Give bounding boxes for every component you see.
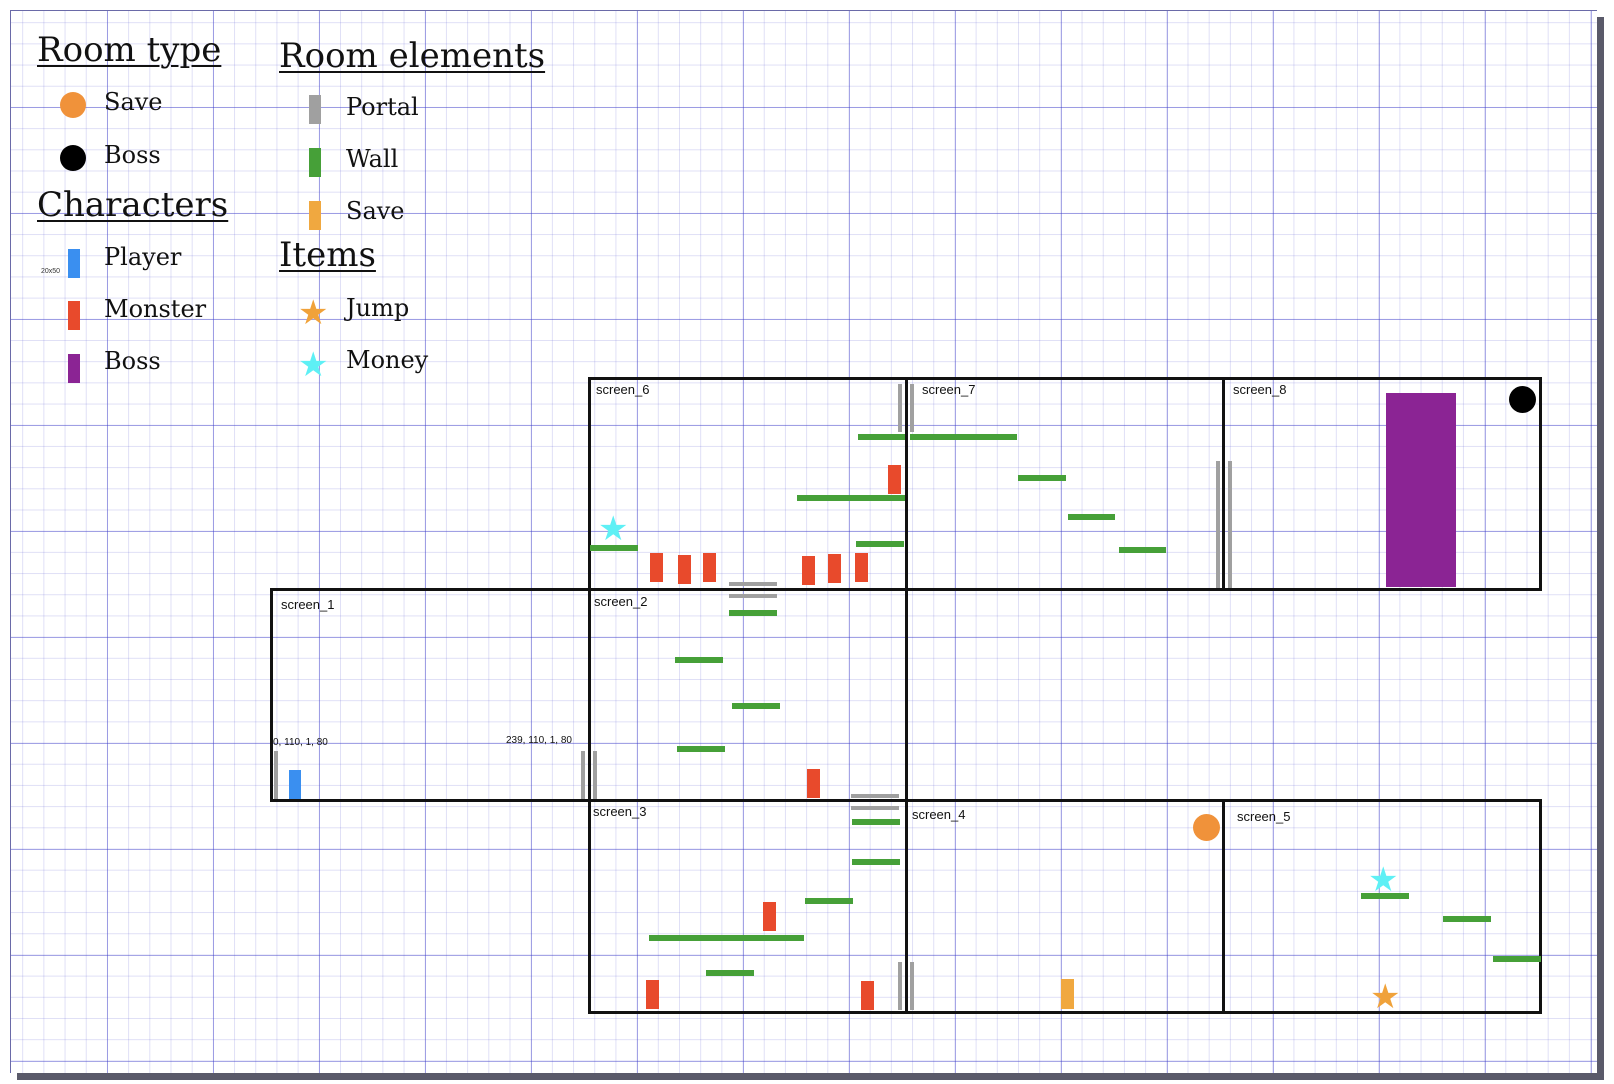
wall-platform	[797, 495, 905, 501]
monster	[807, 769, 820, 798]
legend-boss-character-label: Boss	[104, 347, 161, 375]
monster	[646, 980, 659, 1009]
legend-items-heading: Items	[279, 235, 376, 275]
jump-star-icon: ★	[298, 294, 329, 332]
wall-platform	[1119, 547, 1166, 553]
wall-platform	[805, 898, 853, 904]
wall-platform	[677, 746, 725, 752]
wall-platform	[649, 935, 804, 941]
portal	[593, 751, 597, 799]
portal	[910, 384, 914, 432]
monster	[861, 981, 874, 1010]
wall-platform	[1068, 514, 1115, 520]
right-portal-coords: 239, 110, 1, 80	[506, 735, 572, 746]
boss-character-swatch	[68, 354, 80, 383]
portal	[729, 594, 777, 598]
screen-3-room	[588, 799, 908, 1014]
money-item: ★	[1368, 861, 1399, 899]
screen-7-room	[905, 377, 1225, 591]
screen-8-label: screen_8	[1233, 382, 1287, 397]
boss-character	[1386, 393, 1456, 587]
wall-platform	[706, 970, 754, 976]
wall-platform	[1443, 916, 1491, 922]
legend-characters-heading: Characters	[37, 185, 229, 225]
legend-room-elements-heading: Room elements	[279, 36, 546, 76]
screen-1-room	[270, 588, 591, 802]
legend-save-element-label: Save	[346, 197, 405, 225]
portal	[898, 962, 902, 1010]
wall-platform	[910, 434, 1017, 440]
monster	[855, 553, 868, 582]
monster	[802, 556, 815, 585]
player-size-note: 20x50	[41, 268, 61, 275]
boss-room-swatch	[60, 145, 86, 171]
screen-5-label: screen_5	[1237, 809, 1291, 824]
wall-platform	[858, 434, 905, 440]
legend-money-label: Money	[346, 346, 429, 374]
legend-wall-label: Wall	[346, 145, 399, 173]
portal	[851, 806, 899, 810]
screen-3-label: screen_3	[593, 804, 647, 819]
legend-room-type-heading: Room type	[37, 30, 222, 70]
save-room-marker	[1193, 814, 1220, 841]
legend-player-label: Player	[104, 243, 182, 271]
monster	[828, 554, 841, 583]
screen-2-room	[588, 588, 908, 802]
portal	[729, 582, 777, 586]
wall-platform	[732, 703, 780, 709]
legend-jump-label: Jump	[346, 294, 410, 322]
monster	[703, 553, 716, 582]
save-point	[1061, 979, 1074, 1009]
portal	[1216, 461, 1220, 588]
wall-platform	[856, 541, 904, 547]
wall-platform	[852, 819, 900, 825]
money-star-icon: ★	[298, 346, 329, 384]
screen-8-room	[1222, 377, 1542, 591]
wall-platform	[852, 859, 900, 865]
player-swatch	[68, 249, 80, 278]
money-item: ★	[598, 510, 629, 548]
portal	[898, 384, 902, 432]
wall-platform	[590, 545, 638, 551]
portal	[274, 751, 278, 799]
wall-platform	[675, 657, 723, 663]
legend-portal-label: Portal	[346, 93, 419, 121]
screen-4-label: screen_4	[912, 807, 966, 822]
monster	[888, 465, 901, 494]
screen-2-label: screen_2	[594, 594, 648, 609]
left-portal-coords: 0, 110, 1, 80	[273, 737, 328, 748]
legend-boss-room-label: Boss	[104, 141, 161, 169]
portal	[1228, 461, 1232, 588]
wall-platform	[1018, 475, 1066, 481]
wall-platform	[1493, 956, 1541, 962]
screen-6-label: screen_6	[596, 382, 650, 397]
legend-save-room-label: Save	[104, 88, 163, 116]
monster	[678, 555, 691, 584]
player-character	[289, 770, 301, 799]
screen-7-label: screen_7	[922, 382, 976, 397]
grid-paper	[10, 10, 1597, 1073]
monster	[763, 902, 776, 931]
portal	[851, 794, 899, 798]
boss-room-marker	[1509, 386, 1536, 413]
monster-swatch	[68, 301, 80, 330]
wall-platform	[1361, 893, 1409, 899]
wall-swatch	[309, 148, 321, 177]
monster	[650, 553, 663, 582]
portal-swatch	[309, 95, 321, 124]
portal	[910, 962, 914, 1010]
wall-platform	[729, 610, 777, 616]
save-element-swatch	[309, 201, 321, 230]
screen-5-room	[1222, 799, 1542, 1014]
save-room-swatch	[60, 92, 86, 118]
portal	[581, 751, 585, 799]
screen-1-label: screen_1	[281, 597, 335, 612]
jump-item: ★	[1370, 978, 1401, 1016]
legend-monster-label: Monster	[104, 295, 207, 323]
